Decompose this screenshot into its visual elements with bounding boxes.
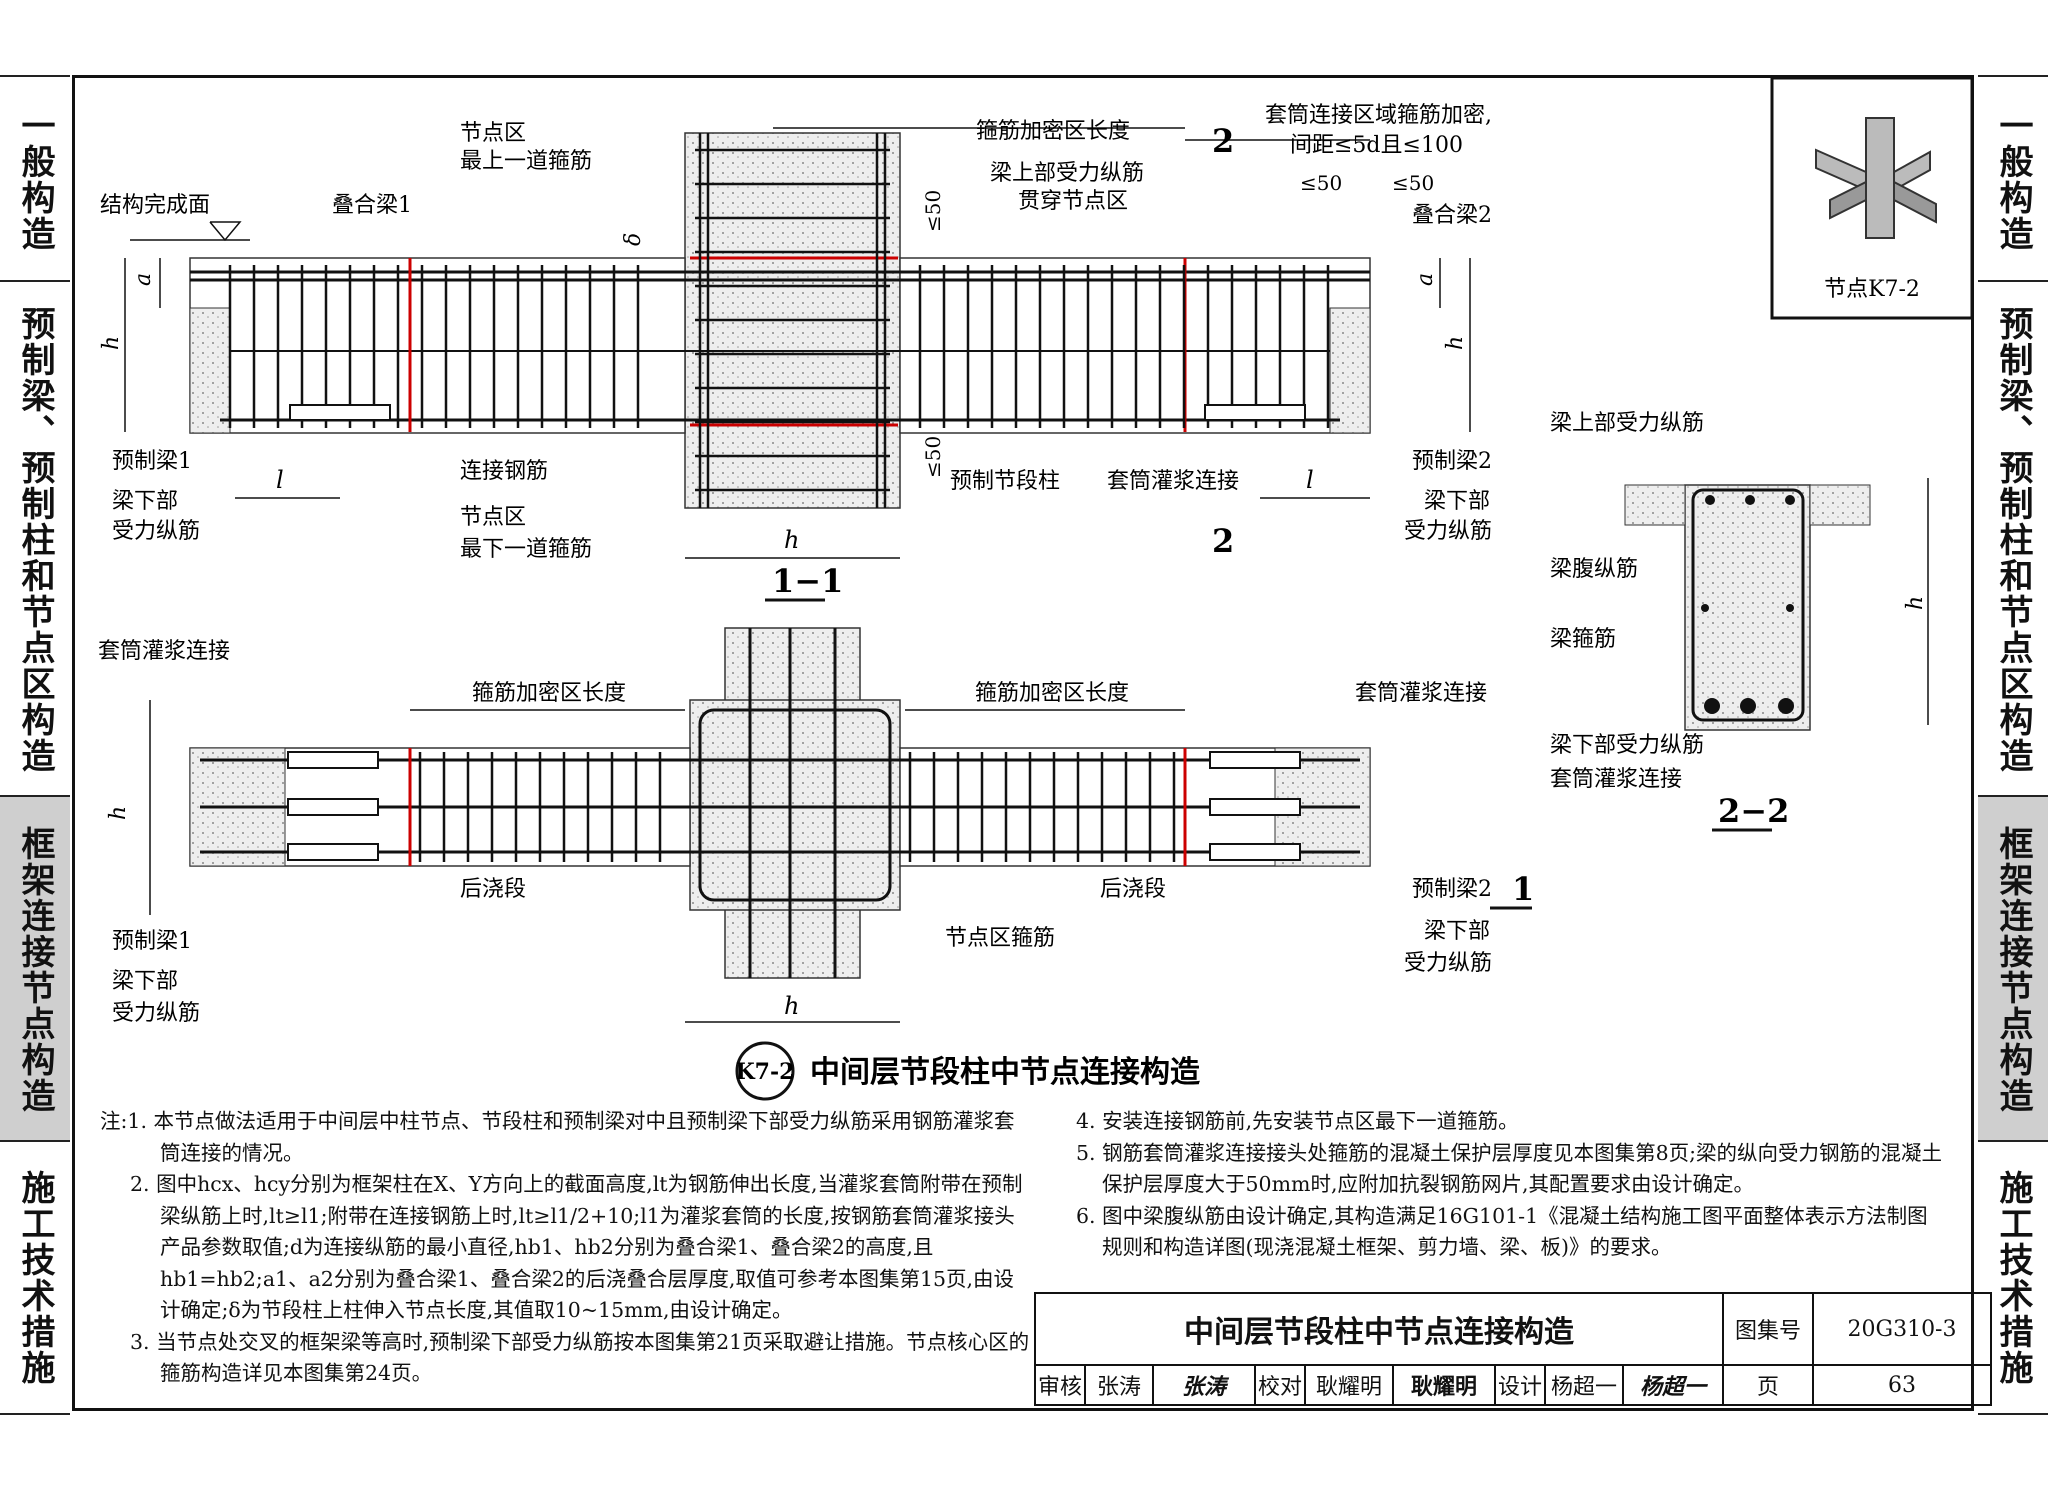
svg-text:梁下部: 梁下部	[112, 969, 178, 994]
svg-text:受力纵筋: 受力纵筋	[112, 1001, 200, 1026]
detail-title: K7-2 中间层节段柱中节点连接构造	[735, 1041, 1200, 1101]
svg-text:套筒灌浆连接: 套筒灌浆连接	[1355, 681, 1487, 706]
tab-construction-right[interactable]: 施工技术措施	[1978, 1140, 2048, 1415]
tab-precast-right[interactable]: 预制梁、预制柱和节点区构造	[1978, 280, 2048, 797]
svg-text:节点区: 节点区	[460, 505, 526, 530]
svg-text:受力纵筋: 受力纵筋	[1404, 951, 1492, 976]
node-card: 节点K7-2	[1770, 76, 1974, 320]
svg-text:间距≤5d且≤100: 间距≤5d且≤100	[1290, 133, 1463, 158]
page-label: 页	[1722, 1364, 1814, 1406]
svg-text:受力纵筋: 受力纵筋	[1404, 519, 1492, 544]
note-2: 2. 图中hcx、hcy分别为框架柱在X、Y方向上的截面高度,lt为钢筋伸出长度…	[130, 1172, 1023, 1322]
svg-text:箍筋加密区长度: 箍筋加密区长度	[976, 119, 1130, 144]
svg-text:梁上部受力纵筋: 梁上部受力纵筋	[1550, 411, 1704, 436]
svg-text:梁下部: 梁下部	[1424, 489, 1490, 514]
svg-text:梁下部: 梁下部	[112, 489, 178, 514]
svg-text:梁上部受力纵筋: 梁上部受力纵筋	[990, 161, 1144, 186]
svg-text:箍筋加密区长度: 箍筋加密区长度	[975, 681, 1129, 706]
svg-text:预制梁1: 预制梁1	[112, 449, 192, 474]
page-no: 63	[1812, 1364, 1992, 1406]
atlas-no: 20G310-3	[1812, 1292, 1992, 1366]
svg-text:≤50: ≤50	[921, 436, 945, 478]
svg-text:节点区: 节点区	[460, 121, 526, 146]
node-k7-2-3d-joint-icon	[1815, 117, 1937, 239]
svg-text:2−2: 2−2	[1718, 792, 1789, 830]
svg-text:2: 2	[1212, 122, 1234, 160]
svg-text:后浇段: 后浇段	[460, 877, 526, 902]
atlas-label: 图集号	[1722, 1292, 1814, 1366]
svg-text:h: h	[106, 806, 131, 820]
svg-text:K7-2: K7-2	[736, 1059, 795, 1085]
svg-text:套筒灌浆连接: 套筒灌浆连接	[1107, 469, 1239, 494]
svg-text:节点区箍筋: 节点区箍筋	[945, 926, 1055, 951]
svg-text:梁腹纵筋: 梁腹纵筋	[1550, 557, 1638, 582]
svg-text:受力纵筋: 受力纵筋	[112, 519, 200, 544]
svg-text:h: h	[1443, 336, 1468, 350]
svg-text:连接钢筋: 连接钢筋	[460, 459, 548, 484]
svg-text:叠合梁2: 叠合梁2	[1412, 203, 1492, 228]
svg-text:a: a	[131, 273, 156, 286]
checker-signature: 耿耀明	[1392, 1364, 1496, 1406]
svg-text:预制梁1: 预制梁1	[112, 929, 192, 954]
svg-text:h: h	[784, 526, 799, 554]
tab-frame-joint[interactable]: 框架连接节点构造	[0, 795, 70, 1142]
notes-right: 4. 安装连接钢筋前,先安装节点区最下一道箍筋。 5. 钢筋套筒灌浆连接接头处箍…	[1076, 1106, 1946, 1264]
node-card-label: 节点K7-2	[1824, 277, 1920, 302]
lam-beam1-label: 叠合梁1	[332, 193, 412, 218]
tab-general[interactable]: 一般构造	[0, 75, 70, 282]
note-3: 3. 当节点处交叉的框架梁等高时,预制梁下部受力纵筋按本图集第21页采取避让措施…	[130, 1329, 1030, 1386]
svg-text:梁下部受力纵筋: 梁下部受力纵筋	[1550, 733, 1704, 758]
note-5: 5. 钢筋套筒灌浆连接接头处箍筋的混凝土保护层厚度见本图集第8页;梁的纵向受力钢…	[1076, 1140, 1943, 1197]
svg-text:套筒连接区域箍筋加密,: 套筒连接区域箍筋加密,	[1265, 103, 1492, 128]
drawing-frame	[72, 75, 1974, 1411]
svg-text:δ: δ	[621, 233, 646, 246]
svg-text:梁下部: 梁下部	[1424, 919, 1490, 944]
svg-text:预制梁2: 预制梁2	[1412, 449, 1492, 474]
svg-text:预制节段柱: 预制节段柱	[950, 469, 1060, 494]
svg-text:1−1: 1−1	[772, 562, 843, 600]
svg-text:1: 1	[1512, 870, 1534, 908]
svg-text:2: 2	[1212, 522, 1234, 560]
svg-text:后浇段: 后浇段	[1100, 877, 1166, 902]
tab-construction[interactable]: 施工技术措施	[0, 1140, 70, 1415]
note-4: 4. 安装连接钢筋前,先安装节点区最下一道箍筋。	[1076, 1109, 1519, 1133]
title-block: 中间层节段柱中节点连接构造 图集号 20G310-3 审核 张涛 张涛 校对 耿…	[1034, 1292, 1992, 1406]
svg-text:预制梁2: 预制梁2	[1412, 877, 1492, 902]
finish-surface-label: 结构完成面	[100, 193, 210, 218]
svg-text:h: h	[99, 336, 124, 350]
svg-text:套筒灌浆连接: 套筒灌浆连接	[1550, 767, 1682, 792]
title-block-title: 中间层节段柱中节点连接构造	[1034, 1292, 1724, 1366]
svg-text:h: h	[1903, 596, 1928, 610]
svg-text:l: l	[1306, 466, 1314, 494]
note-1: 注:1. 本节点做法适用于中间层中柱节点、节段柱和预制梁对中且预制梁下部受力纵筋…	[100, 1109, 1015, 1165]
svg-text:≤50: ≤50	[1300, 171, 1342, 195]
svg-text:贯穿节点区: 贯穿节点区	[1018, 189, 1128, 214]
svg-text:l: l	[276, 466, 284, 494]
svg-text:最上一道箍筋: 最上一道箍筋	[460, 149, 592, 174]
svg-text:梁箍筋: 梁箍筋	[1550, 627, 1616, 652]
svg-text:套筒灌浆连接: 套筒灌浆连接	[98, 639, 230, 664]
svg-text:≤50: ≤50	[921, 190, 945, 232]
svg-text:最下一道箍筋: 最下一道箍筋	[460, 537, 592, 562]
svg-text:a: a	[1413, 273, 1438, 286]
plan-view: 套筒灌浆连接 套筒灌浆连接 箍筋加密区长度 箍筋加密区长度 h 预制梁1 梁下部…	[98, 627, 1534, 1026]
note-6: 6. 图中梁腹纵筋由设计确定,其构造满足16G101-1《混凝土结构施工图平面整…	[1076, 1203, 1928, 1260]
svg-text:箍筋加密区长度: 箍筋加密区长度	[472, 681, 626, 706]
notes-left: 注:1. 本节点做法适用于中间层中柱节点、节段柱和预制梁对中且预制梁下部受力纵筋…	[100, 1106, 1030, 1390]
tab-general-right[interactable]: 一般构造	[1978, 75, 2048, 282]
section-2-2: 梁上部受力纵筋 梁腹纵筋 梁箍筋 梁下部受力纵筋 套筒灌浆连接 h 2−2	[1550, 411, 1929, 832]
svg-text:h: h	[784, 992, 799, 1020]
designer-signature: 杨超一	[1622, 1364, 1724, 1406]
svg-text:≤50: ≤50	[1392, 171, 1434, 195]
tab-frame-joint-right[interactable]: 框架连接节点构造	[1978, 795, 2048, 1142]
tab-precast[interactable]: 预制梁、预制柱和节点区构造	[0, 280, 70, 797]
section-1-1: 结构完成面 叠合梁1 节点区 最上一道箍筋 箍筋加密区长度 梁上部受力纵筋 贯穿…	[99, 103, 1492, 602]
reviewer-signature: 张涛	[1152, 1364, 1256, 1406]
svg-text:中间层节段柱中节点连接构造: 中间层节段柱中节点连接构造	[810, 1055, 1200, 1090]
